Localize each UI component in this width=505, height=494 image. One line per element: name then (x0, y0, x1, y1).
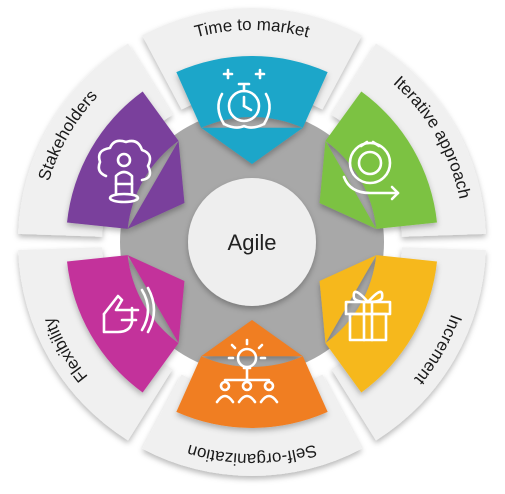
segment-taper-flex (127, 255, 185, 344)
segment-flex (67, 255, 179, 393)
label-band-increment (331, 247, 486, 441)
cycle-arrow-icon (342, 140, 400, 201)
gift-box-icon (344, 290, 392, 342)
segment-selforg (176, 356, 328, 428)
team-idea-icon (215, 338, 279, 404)
segment-taper-selforg (201, 320, 303, 357)
center-label: Agile (228, 230, 277, 255)
segment-taper-increment (319, 255, 377, 344)
label-band-flex (18, 247, 173, 441)
segment-increment (325, 255, 437, 393)
center-disc (188, 178, 316, 306)
segment-stake (67, 91, 179, 229)
stopwatch-laurel-icon (217, 68, 271, 129)
segment-taper-stake (127, 140, 185, 229)
flexible-hand-icon (102, 286, 156, 334)
brain-person-icon (97, 139, 152, 204)
segment-taper-time (201, 127, 303, 164)
label-band-iterative (331, 43, 486, 237)
label-band-stake (18, 43, 173, 237)
